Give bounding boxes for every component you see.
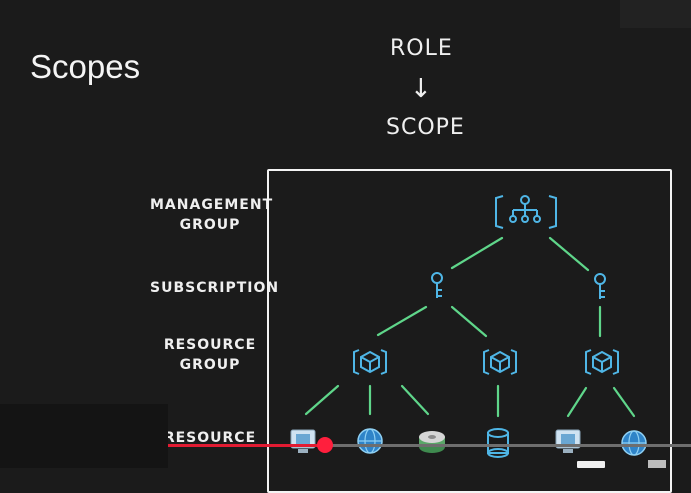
captions-button[interactable] [577, 461, 605, 468]
edge-rg1-res3 [400, 384, 430, 416]
globe-icon [357, 428, 383, 454]
edge-sub1-rg1 [376, 305, 428, 337]
edge-mg-sub1 [450, 236, 504, 270]
level-label-resource-group: RESOURCE GROUP [163, 337, 257, 373]
slide-title: Scopes [30, 48, 141, 85]
level-label-resource: RESOURCE [163, 430, 257, 446]
cube-icon [585, 349, 619, 375]
settings-button[interactable] [648, 460, 666, 468]
level-label-management-group: MANAGEMENT GROUP [150, 197, 274, 233]
corner-shade [620, 0, 691, 28]
video-progress-thumb[interactable] [317, 437, 333, 453]
edge-rg3-res6 [612, 386, 636, 418]
edge-sub1-rg2 [450, 305, 488, 338]
video-progress-played [168, 444, 325, 447]
role-label: ROLE [390, 36, 453, 61]
virtual-machine-icon [555, 429, 581, 453]
globe-icon [621, 430, 647, 456]
hierarchy-icon [495, 195, 557, 229]
edge-rg1-res1 [304, 384, 340, 416]
scope-label: SCOPE [386, 115, 465, 140]
key-icon [431, 272, 443, 298]
level-label-subscription: SUBSCRIPTION [150, 280, 280, 296]
video-progress-track[interactable] [168, 444, 691, 447]
edge-rg3-res5 [566, 386, 588, 418]
down-arrow-icon: ↓ [410, 74, 433, 104]
edge-mg-sub2 [548, 236, 590, 272]
key-icon [594, 273, 606, 299]
player-overlay-shade [0, 404, 168, 468]
disk-icon [419, 431, 445, 453]
cube-icon [353, 349, 387, 375]
virtual-machine-icon [290, 429, 316, 453]
cube-icon [483, 349, 517, 375]
scope-hierarchy-diagram [290, 195, 647, 458]
database-icon [487, 428, 509, 458]
